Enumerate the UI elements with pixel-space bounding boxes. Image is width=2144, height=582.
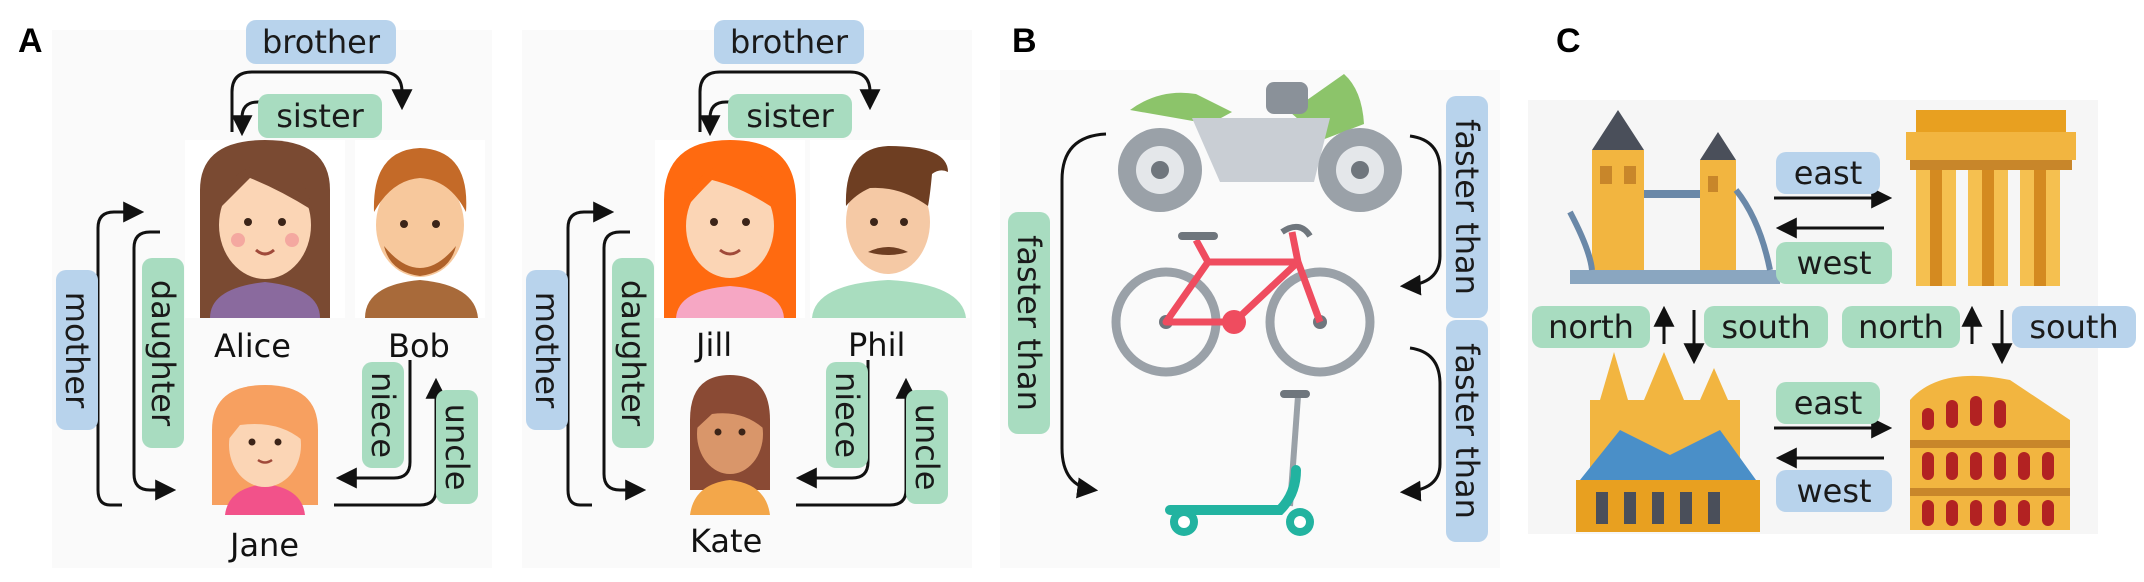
svg-text:brother: brother <box>730 23 849 61</box>
kate-avatar-icon <box>690 375 770 515</box>
pantheon-icon <box>1906 110 2076 286</box>
svg-text:north: north <box>1858 308 1944 346</box>
tag-left-south: south <box>1704 306 1828 348</box>
tag-right-north: north <box>1842 306 1960 348</box>
tag-daughter-2: daughter <box>612 258 654 448</box>
tag-daughter-1: daughter <box>142 258 184 448</box>
tag-niece-2: niece <box>826 362 868 468</box>
tag-bottom-west: west <box>1776 470 1892 512</box>
svg-text:faster than: faster than <box>1010 235 1048 411</box>
phil-avatar-icon <box>810 140 970 318</box>
tag-faster-than-left: faster than <box>1008 212 1050 434</box>
name-bob: Bob <box>388 327 450 365</box>
tag-sister-2: sister <box>728 94 852 138</box>
tag-right-south: south <box>2012 306 2136 348</box>
tag-brother-2: brother <box>714 20 864 64</box>
cathedral-icon <box>1576 352 1760 532</box>
name-jill: Jill <box>694 326 732 364</box>
arrow-niece-2 <box>795 360 870 489</box>
svg-text:east: east <box>1794 384 1863 422</box>
colosseum-icon <box>1910 375 2070 530</box>
tag-niece-1: niece <box>362 362 404 468</box>
svg-text:north: north <box>1548 308 1634 346</box>
tag-left-north: north <box>1532 306 1650 348</box>
tower-bridge-icon <box>1567 110 1780 284</box>
name-jane: Jane <box>228 526 299 564</box>
panel-label-c: C <box>1556 22 1581 60</box>
tag-mother-1: mother <box>56 270 98 430</box>
arrow-brother-1 <box>230 70 413 132</box>
vehicles-panel: faster than faster than faster than <box>1000 70 1500 568</box>
svg-text:east: east <box>1794 154 1863 192</box>
jill-avatar-icon <box>655 140 805 318</box>
panel-label-b: B <box>1012 22 1037 60</box>
svg-text:daughter: daughter <box>614 280 652 427</box>
arrow-motorcycle-faster-than-bicycle <box>1399 134 1442 296</box>
panel-label-a: A <box>18 22 43 60</box>
svg-text:west: west <box>1796 472 1871 510</box>
arrow-bicycle-faster-than-scooter <box>1399 346 1442 502</box>
arrow-daughter-2 <box>602 230 647 501</box>
svg-text:uncle: uncle <box>908 404 946 491</box>
tag-uncle-2: uncle <box>906 390 948 504</box>
svg-text:uncle: uncle <box>438 404 476 491</box>
tag-top-east: east <box>1776 152 1880 194</box>
svg-text:south: south <box>2029 308 2118 346</box>
tag-faster-than-right-top: faster than <box>1446 96 1488 318</box>
svg-text:sister: sister <box>746 97 834 135</box>
alice-avatar-icon <box>185 140 345 318</box>
scooter-icon <box>1165 390 1314 536</box>
svg-text:sister: sister <box>276 97 364 135</box>
arrow-niece-1 <box>335 360 412 489</box>
svg-text:niece: niece <box>364 372 402 458</box>
arrow-brother-2 <box>698 70 881 132</box>
motorcycle-icon <box>1118 74 1402 212</box>
landmarks-panel: east west east west north south north s <box>1528 100 2136 534</box>
svg-text:mother: mother <box>58 292 96 409</box>
svg-text:mother: mother <box>528 292 566 409</box>
svg-text:south: south <box>1721 308 1810 346</box>
tag-uncle-1: uncle <box>436 390 478 504</box>
tag-faster-than-right-bottom: faster than <box>1446 320 1488 542</box>
tag-brother-1: brother <box>246 20 396 64</box>
svg-text:brother: brother <box>262 23 381 61</box>
arrow-motorcycle-faster-than-scooter <box>1060 132 1107 499</box>
svg-text:faster than: faster than <box>1448 343 1486 519</box>
svg-text:west: west <box>1796 244 1871 282</box>
tag-sister-1: sister <box>258 94 382 138</box>
tag-bottom-east: east <box>1776 382 1880 424</box>
arrow-daughter-1 <box>132 230 177 501</box>
family-tree-1: Alice Bob Jane brother sister mother dau… <box>52 20 492 568</box>
name-kate: Kate <box>690 522 762 560</box>
svg-text:niece: niece <box>828 372 866 458</box>
name-phil: Phil <box>848 326 905 364</box>
name-alice: Alice <box>214 327 291 365</box>
bicycle-icon <box>1111 223 1375 377</box>
family-tree-2: Jill Phil Kate brother sister mother dau… <box>522 20 972 568</box>
bob-avatar-icon <box>355 140 485 318</box>
jane-avatar-icon <box>212 385 318 515</box>
svg-text:daughter: daughter <box>144 280 182 427</box>
tag-top-west: west <box>1776 242 1892 284</box>
arrow-uncle-1 <box>334 377 447 507</box>
svg-text:faster than: faster than <box>1448 119 1486 295</box>
tag-mother-2: mother <box>526 270 568 430</box>
